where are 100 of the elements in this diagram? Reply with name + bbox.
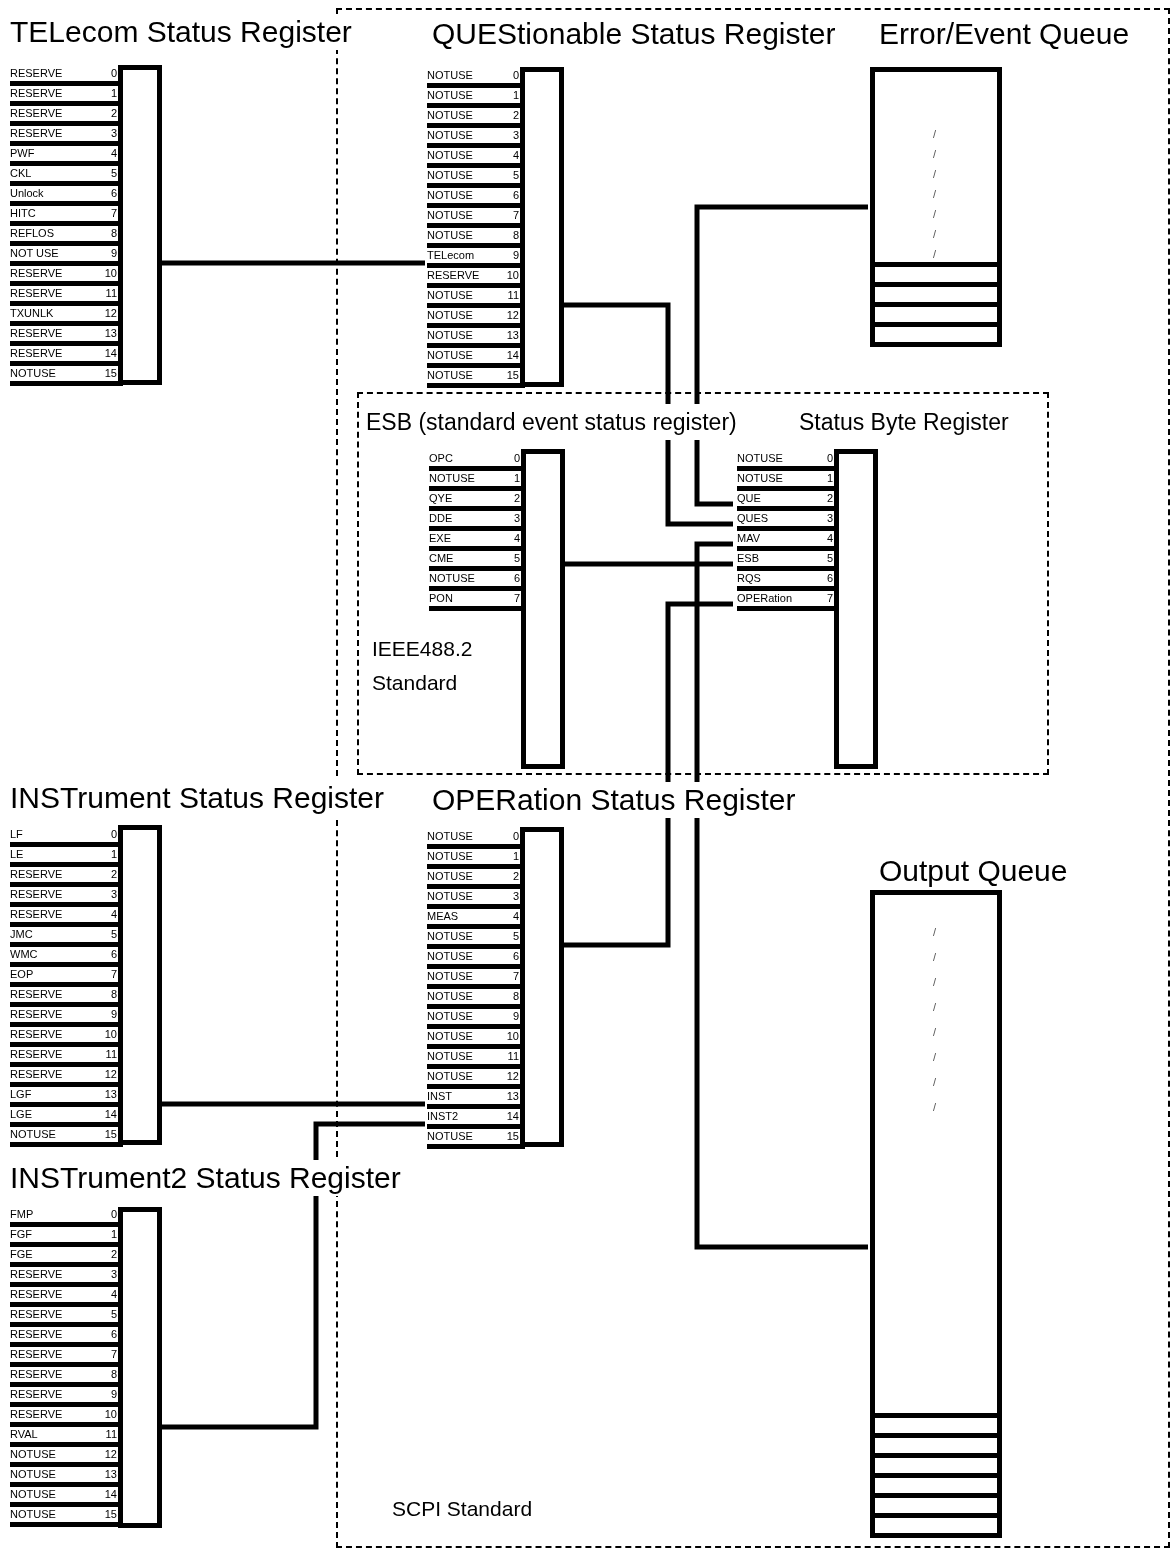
bit-number: 10 xyxy=(104,266,117,280)
bit-name: MEAS xyxy=(427,909,459,923)
bit-number: 15 xyxy=(104,1127,117,1141)
bit-number: 12 xyxy=(506,1069,519,1083)
slash-mark: / xyxy=(933,228,937,240)
bit-number: 5 xyxy=(110,927,117,941)
bit-name: NOTUSE xyxy=(427,308,473,322)
bit-name: QUE xyxy=(737,491,761,505)
connector-line xyxy=(162,1121,425,1430)
bit-number: 14 xyxy=(104,1487,117,1501)
bit-name: RESERVE xyxy=(10,266,63,280)
bit-name: NOTUSE xyxy=(427,1029,473,1043)
bit-name: NOT USE xyxy=(10,246,59,260)
bit-number: 4 xyxy=(513,531,520,545)
bit-name: NOTUSE xyxy=(427,989,473,1003)
bit-number: 6 xyxy=(512,188,519,202)
bit-name: NOTUSE xyxy=(10,366,56,380)
bit-name: NOTUSE xyxy=(427,368,473,382)
bit-name: RESERVE xyxy=(10,887,63,901)
bit-number: 13 xyxy=(506,1089,519,1103)
slash-mark: / xyxy=(933,208,937,220)
slash-mark: / xyxy=(933,1026,937,1038)
bit-name: NOTUSE xyxy=(427,208,473,222)
bit-number: 12 xyxy=(104,306,117,320)
bit-number: 13 xyxy=(506,328,519,342)
bit-name: NOTUSE xyxy=(737,451,783,465)
bit-name: RESERVE xyxy=(10,1367,63,1381)
bit-name: INST xyxy=(427,1089,453,1103)
bit-name: TELecom xyxy=(427,248,475,262)
bit-number: 6 xyxy=(110,1327,117,1341)
bit-name: RESERVE xyxy=(10,1027,63,1041)
dashed-boundary xyxy=(357,392,1049,775)
bit-name: RESERVE xyxy=(10,1047,63,1061)
bit-name: NOTUSE xyxy=(427,188,473,202)
bit-name: NOTUSE xyxy=(427,889,473,903)
bit-number: 3 xyxy=(512,128,519,142)
region-label: IEEE488.2 Standard xyxy=(372,636,474,696)
bit-number: 10 xyxy=(104,1027,117,1041)
bit-number: 10 xyxy=(506,1029,519,1043)
bit-number: 14 xyxy=(104,1107,117,1121)
bit-number: 7 xyxy=(512,969,519,983)
bit-number: 3 xyxy=(110,887,117,901)
bit-name: FGE xyxy=(10,1247,33,1261)
slash-mark: / xyxy=(933,976,937,988)
register-title: OPERation Status Register xyxy=(432,782,796,818)
bit-number: 2 xyxy=(110,106,117,120)
bit-number: 12 xyxy=(506,308,519,322)
bit-number: 11 xyxy=(105,1427,117,1441)
connector-line xyxy=(562,302,733,527)
bit-name: RQS xyxy=(737,571,761,585)
bit-number: 0 xyxy=(826,451,833,465)
bit-number: 0 xyxy=(110,1207,117,1221)
slash-mark: / xyxy=(933,168,937,180)
bit-number: 2 xyxy=(110,1247,117,1261)
bit-number: 2 xyxy=(513,491,520,505)
bit-name: NOTUSE xyxy=(10,1487,56,1501)
bit-number: 0 xyxy=(512,68,519,82)
bit-number: 1 xyxy=(110,86,117,100)
bit-name: NOTUSE xyxy=(427,929,473,943)
bit-name: CKL xyxy=(10,166,32,180)
bit-number: 9 xyxy=(512,248,519,262)
bit-name: RESERVE xyxy=(10,1007,63,1021)
bit-number: 1 xyxy=(512,88,519,102)
bit-name: NOTUSE xyxy=(427,228,473,242)
slash-mark: / xyxy=(933,951,937,963)
bit-number: 5 xyxy=(110,166,117,180)
bit-name: NOTUSE xyxy=(10,1127,56,1141)
bit-name: OPERation xyxy=(737,591,793,605)
bit-name: OPC xyxy=(429,451,453,465)
bit-name: NOTUSE xyxy=(427,108,473,122)
bit-name: RESERVE xyxy=(10,907,63,921)
bit-name: EXE xyxy=(429,531,451,545)
connector-line xyxy=(694,204,868,507)
bit-name: LGF xyxy=(10,1087,32,1101)
bit-name: NOTUSE xyxy=(10,1467,56,1481)
bit-number: 5 xyxy=(513,551,520,565)
bit-name: WMC xyxy=(10,947,38,961)
slash-mark: / xyxy=(933,248,937,260)
bit-number: 12 xyxy=(104,1067,117,1081)
bit-number: 7 xyxy=(110,1347,117,1361)
bit-name: NOTUSE xyxy=(427,328,473,342)
bit-number: 13 xyxy=(104,1467,117,1481)
bit-number: 1 xyxy=(110,847,117,861)
bit-number: 3 xyxy=(110,126,117,140)
region-label: SCPI Standard xyxy=(392,1496,534,1522)
bit-name: NOTUSE xyxy=(427,348,473,362)
register-box xyxy=(521,449,565,769)
bit-name: RESERVE xyxy=(10,346,63,360)
bit-name: ESB xyxy=(737,551,759,565)
bit-name: RESERVE xyxy=(10,86,63,100)
bit-name: RESERVE xyxy=(10,286,63,300)
connector-line xyxy=(162,1101,425,1107)
slash-mark: / xyxy=(933,128,937,140)
bit-number: 13 xyxy=(104,1087,117,1101)
bit-number: 0 xyxy=(110,827,117,841)
bit-number: 2 xyxy=(826,491,833,505)
bit-name: DDE xyxy=(429,511,453,525)
bit-number: 6 xyxy=(110,186,117,200)
bit-number: 8 xyxy=(110,987,117,1001)
bit-name: RESERVE xyxy=(427,268,480,282)
